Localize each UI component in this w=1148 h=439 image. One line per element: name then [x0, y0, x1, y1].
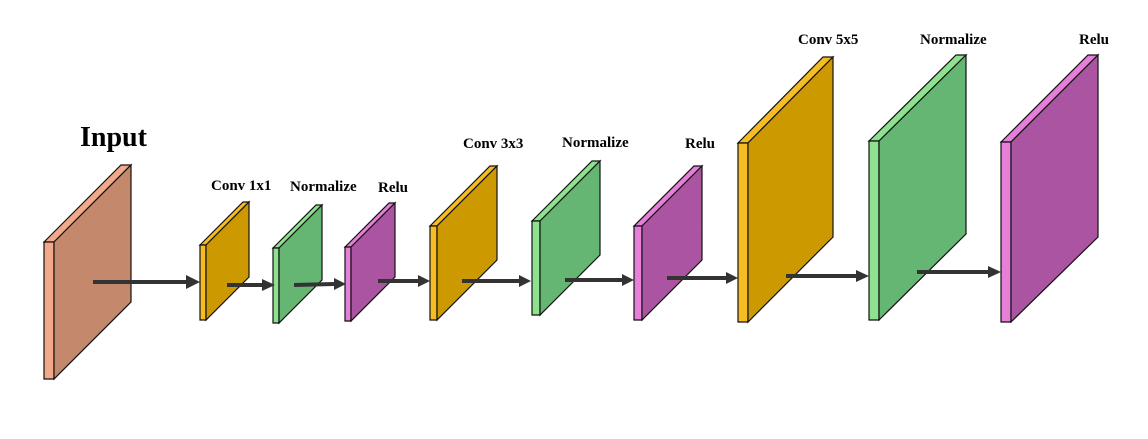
layer-slab-normalize-1 [271, 203, 324, 325]
slab-front [737, 142, 749, 323]
layer-label-conv-3x3: Conv 3x3 [463, 136, 523, 152]
slab-face [878, 53, 967, 322]
slab-face [539, 159, 601, 317]
slab-face [205, 200, 250, 322]
layer-slab-relu-3 [999, 53, 1100, 324]
flow-arrow [227, 279, 275, 291]
flow-arrow [378, 275, 430, 287]
layer-slab-conv-3x3 [428, 164, 499, 322]
flow-arrow [667, 272, 738, 284]
slab-front [633, 225, 643, 321]
layer-label-conv-5x5: Conv 5x5 [798, 32, 858, 48]
layer-label-normalize-2: Normalize [562, 135, 629, 151]
slab-face [350, 201, 396, 323]
flow-arrow [293, 278, 346, 290]
input-slab-front [43, 241, 55, 380]
slab-front [868, 140, 880, 321]
layer-label-normalize-1: Normalize [290, 179, 357, 195]
layer-label-relu-1: Relu [378, 180, 408, 196]
slab-front [1000, 141, 1012, 323]
input-slab-face [53, 163, 132, 381]
layer-label-relu-3: Relu [1079, 32, 1109, 48]
layer-slab-normalize-3 [867, 53, 968, 322]
flow-arrow [93, 275, 200, 289]
slab-front [531, 220, 541, 316]
slab-front [199, 244, 207, 321]
flow-arrow [917, 266, 1001, 278]
slab-face [1010, 53, 1099, 324]
layer-slab-relu-2 [632, 164, 704, 322]
flow-arrow [786, 270, 869, 282]
layer-label-normalize-3: Normalize [920, 32, 987, 48]
layer-slab-conv-5x5 [736, 55, 835, 324]
layer-slab-normalize-2 [530, 159, 602, 317]
flow-arrow [462, 275, 531, 287]
input-slab [42, 163, 133, 381]
slab-face [747, 55, 834, 324]
slab-face [641, 164, 703, 322]
slab-face [436, 164, 498, 322]
input-label: Input [80, 122, 148, 153]
layer-slab-conv-1x1 [198, 200, 251, 322]
layer-label-conv-1x1: Conv 1x1 [211, 178, 271, 194]
layer-slab-relu-1 [343, 201, 397, 323]
slab-face [278, 203, 323, 325]
slab-front [429, 225, 438, 321]
layer-label-relu-2: Relu [685, 136, 715, 152]
flow-arrow [565, 274, 634, 286]
